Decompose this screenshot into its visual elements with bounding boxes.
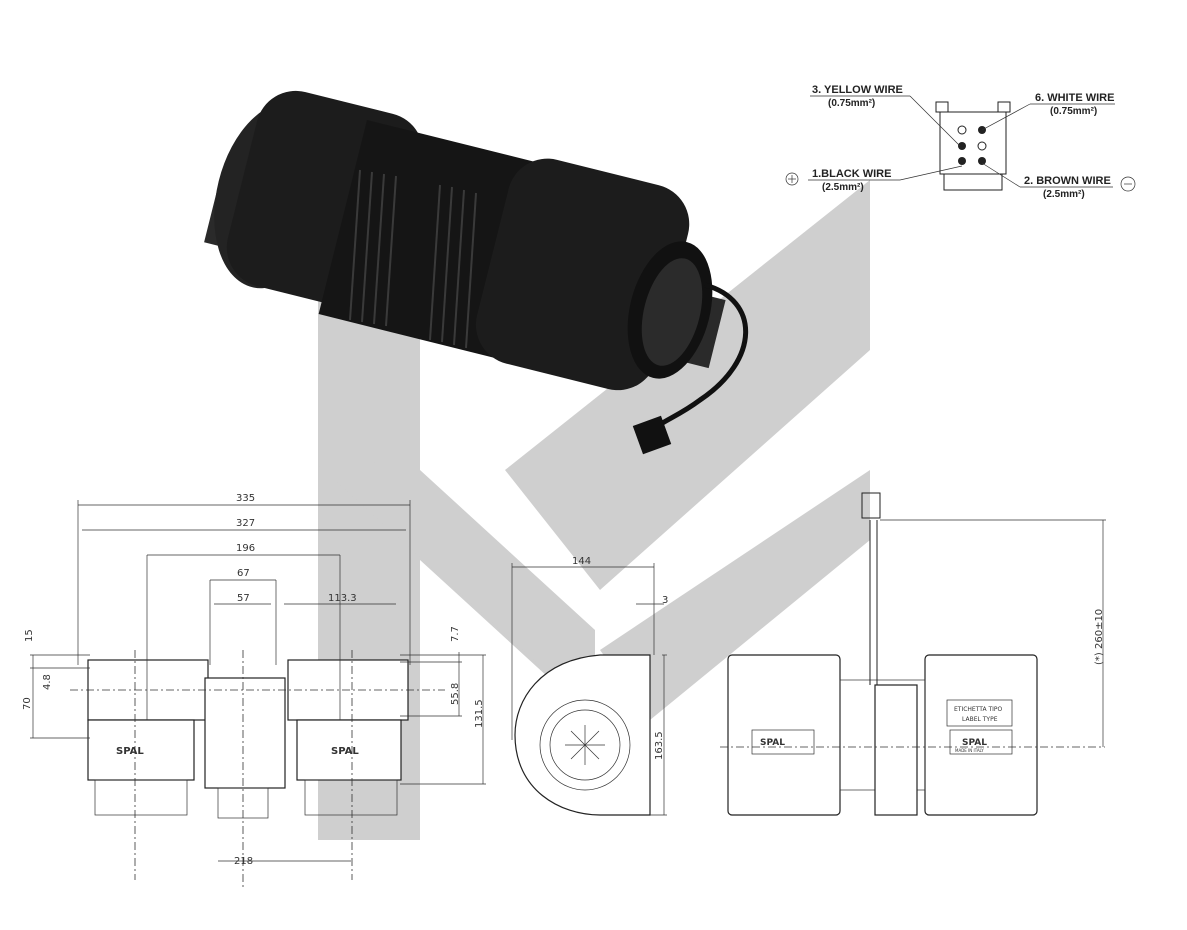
dim-55-8: 55.8 bbox=[450, 683, 461, 705]
made-in-italy: MADE IN ITALY bbox=[955, 748, 984, 753]
dim-144: 144 bbox=[572, 556, 591, 567]
dim-218: 218 bbox=[234, 856, 253, 867]
dim-163-5: 163.5 bbox=[654, 731, 665, 760]
blower-photo bbox=[204, 90, 749, 455]
brand-logo-rear-left: SPAL bbox=[760, 738, 785, 748]
dim-113-3: 113.3 bbox=[328, 593, 357, 604]
connector-body bbox=[939, 111, 1007, 175]
side-view-drawing: 144 3 163.5 bbox=[511, 556, 668, 816]
cable-connector bbox=[861, 492, 881, 519]
brand-logo-rear-right: SPAL bbox=[962, 738, 987, 748]
plus-icon bbox=[785, 172, 799, 186]
wire-label-white: 6. WHITE WIRE bbox=[1035, 92, 1114, 104]
dim-327: 327 bbox=[236, 518, 255, 529]
brand-logo-right: SPAL bbox=[331, 746, 359, 757]
dim-131-5: 131.5 bbox=[474, 699, 485, 728]
dim-57: 57 bbox=[237, 593, 250, 604]
wire-section-brown: (2.5mm²) bbox=[1043, 189, 1085, 200]
wire-section-black: (2.5mm²) bbox=[822, 182, 864, 193]
dim-7-7: 7.7 bbox=[450, 626, 461, 642]
dim-67: 67 bbox=[237, 568, 250, 579]
brand-logo-left: SPAL bbox=[116, 746, 144, 757]
dim-4-8: 4.8 bbox=[42, 674, 53, 690]
minus-icon bbox=[1120, 176, 1136, 192]
dim-15: 15 bbox=[24, 629, 35, 642]
label-type-en: LABEL TYPE bbox=[962, 716, 998, 723]
dim-3: 3 bbox=[662, 595, 668, 606]
dim-196: 196 bbox=[236, 543, 255, 554]
dim-cable-260: (*) 260±10 bbox=[1094, 609, 1105, 665]
wire-label-yellow: 3. YELLOW WIRE bbox=[812, 84, 903, 96]
dim-70: 70 bbox=[22, 697, 33, 710]
connector-diagram: 3. YELLOW WIRE (0.75mm²) 6. WHITE WIRE (… bbox=[785, 84, 1136, 200]
dim-335: 335 bbox=[236, 493, 255, 504]
wire-label-black: 1.BLACK WIRE bbox=[812, 168, 891, 180]
front-view-drawing: SPAL SPAL 335 327 196 67 57 113.3 218 15… bbox=[22, 493, 486, 890]
wire-section-yellow: (0.75mm²) bbox=[828, 98, 875, 109]
wire-label-brown: 2. BROWN WIRE bbox=[1024, 175, 1111, 187]
rear-view-drawing: SPAL ETICHETTA TIPO LABEL TYPE SPAL MADE… bbox=[720, 492, 1106, 816]
label-type-it: ETICHETTA TIPO bbox=[954, 706, 1003, 713]
wire-section-white: (0.75mm²) bbox=[1050, 106, 1097, 117]
